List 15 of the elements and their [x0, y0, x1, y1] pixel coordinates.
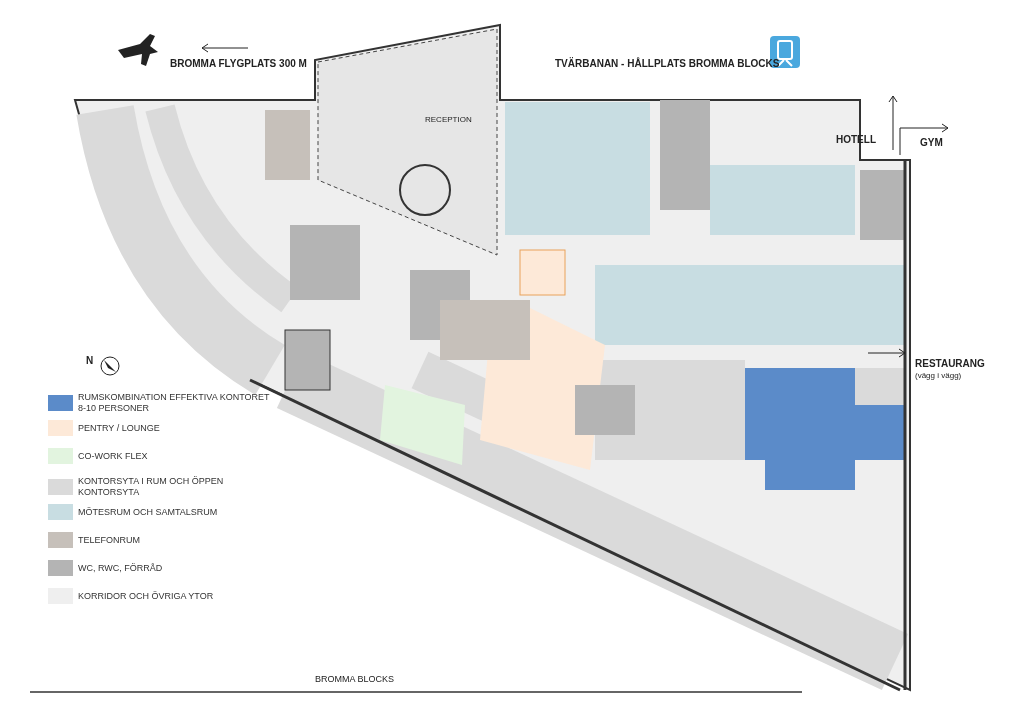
legend-text: KORRIDOR OCH ÖVRIGA YTOR: [78, 590, 215, 602]
area-label: RECEPTION: [425, 115, 472, 124]
legend-text: CO-WORK FLEX: [78, 450, 149, 462]
note-text: (vägg i vägg): [915, 371, 962, 380]
direction-text: BROMMA FLYGPLATS 300 M: [170, 58, 307, 69]
place-label: RESTAURANG: [915, 358, 985, 369]
legend-text: PENTRY / LOUNGE: [78, 422, 161, 434]
north-label: N: [86, 355, 94, 366]
legend-text: TELEFONRUM: [78, 534, 141, 546]
legend-text: RUMSKOMBINATION EFFEKTIVA KONTORET 8-10 PERSONER: [78, 392, 271, 414]
legend-text: MÖTESRUM OCH SAMTALSRUM: [78, 506, 219, 518]
legend-text: WC, RWC, FÖRRÅD: [78, 562, 164, 574]
caption: BROMMA BLOCKS: [315, 674, 395, 684]
legend-text: KONTORSYTA I RUM OCH ÖPPEN KONTORSYTA: [78, 476, 225, 498]
place-label: GYM: [920, 137, 943, 148]
